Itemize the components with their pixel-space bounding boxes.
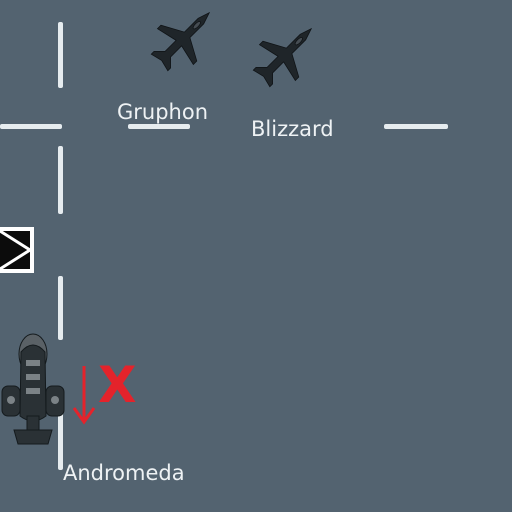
- move-target-marker: X: [98, 356, 137, 414]
- lane-line-vertical-top: [58, 22, 63, 88]
- lane-line-vertical-low: [58, 276, 63, 340]
- lane-line-vertical-bottom: [58, 408, 63, 470]
- lane-line-horizontal-center: [128, 124, 190, 129]
- blizzard-label: Blizzard: [251, 117, 334, 141]
- crate-icon[interactable]: [0, 226, 38, 276]
- andromeda-label: Andromeda: [63, 461, 185, 485]
- andromeda-gunship-icon[interactable]: [0, 330, 68, 454]
- arrow-down-icon: [72, 364, 98, 431]
- lane-line-vertical-mid: [58, 146, 63, 214]
- lane-line-horizontal-left: [0, 124, 62, 129]
- blizzard-fighter-jet-icon[interactable]: [244, 16, 326, 94]
- gryphon-fighter-jet-icon[interactable]: [142, 0, 224, 78]
- lane-line-horizontal-right: [384, 124, 448, 129]
- gryphon-label: Gruphon: [117, 100, 209, 124]
